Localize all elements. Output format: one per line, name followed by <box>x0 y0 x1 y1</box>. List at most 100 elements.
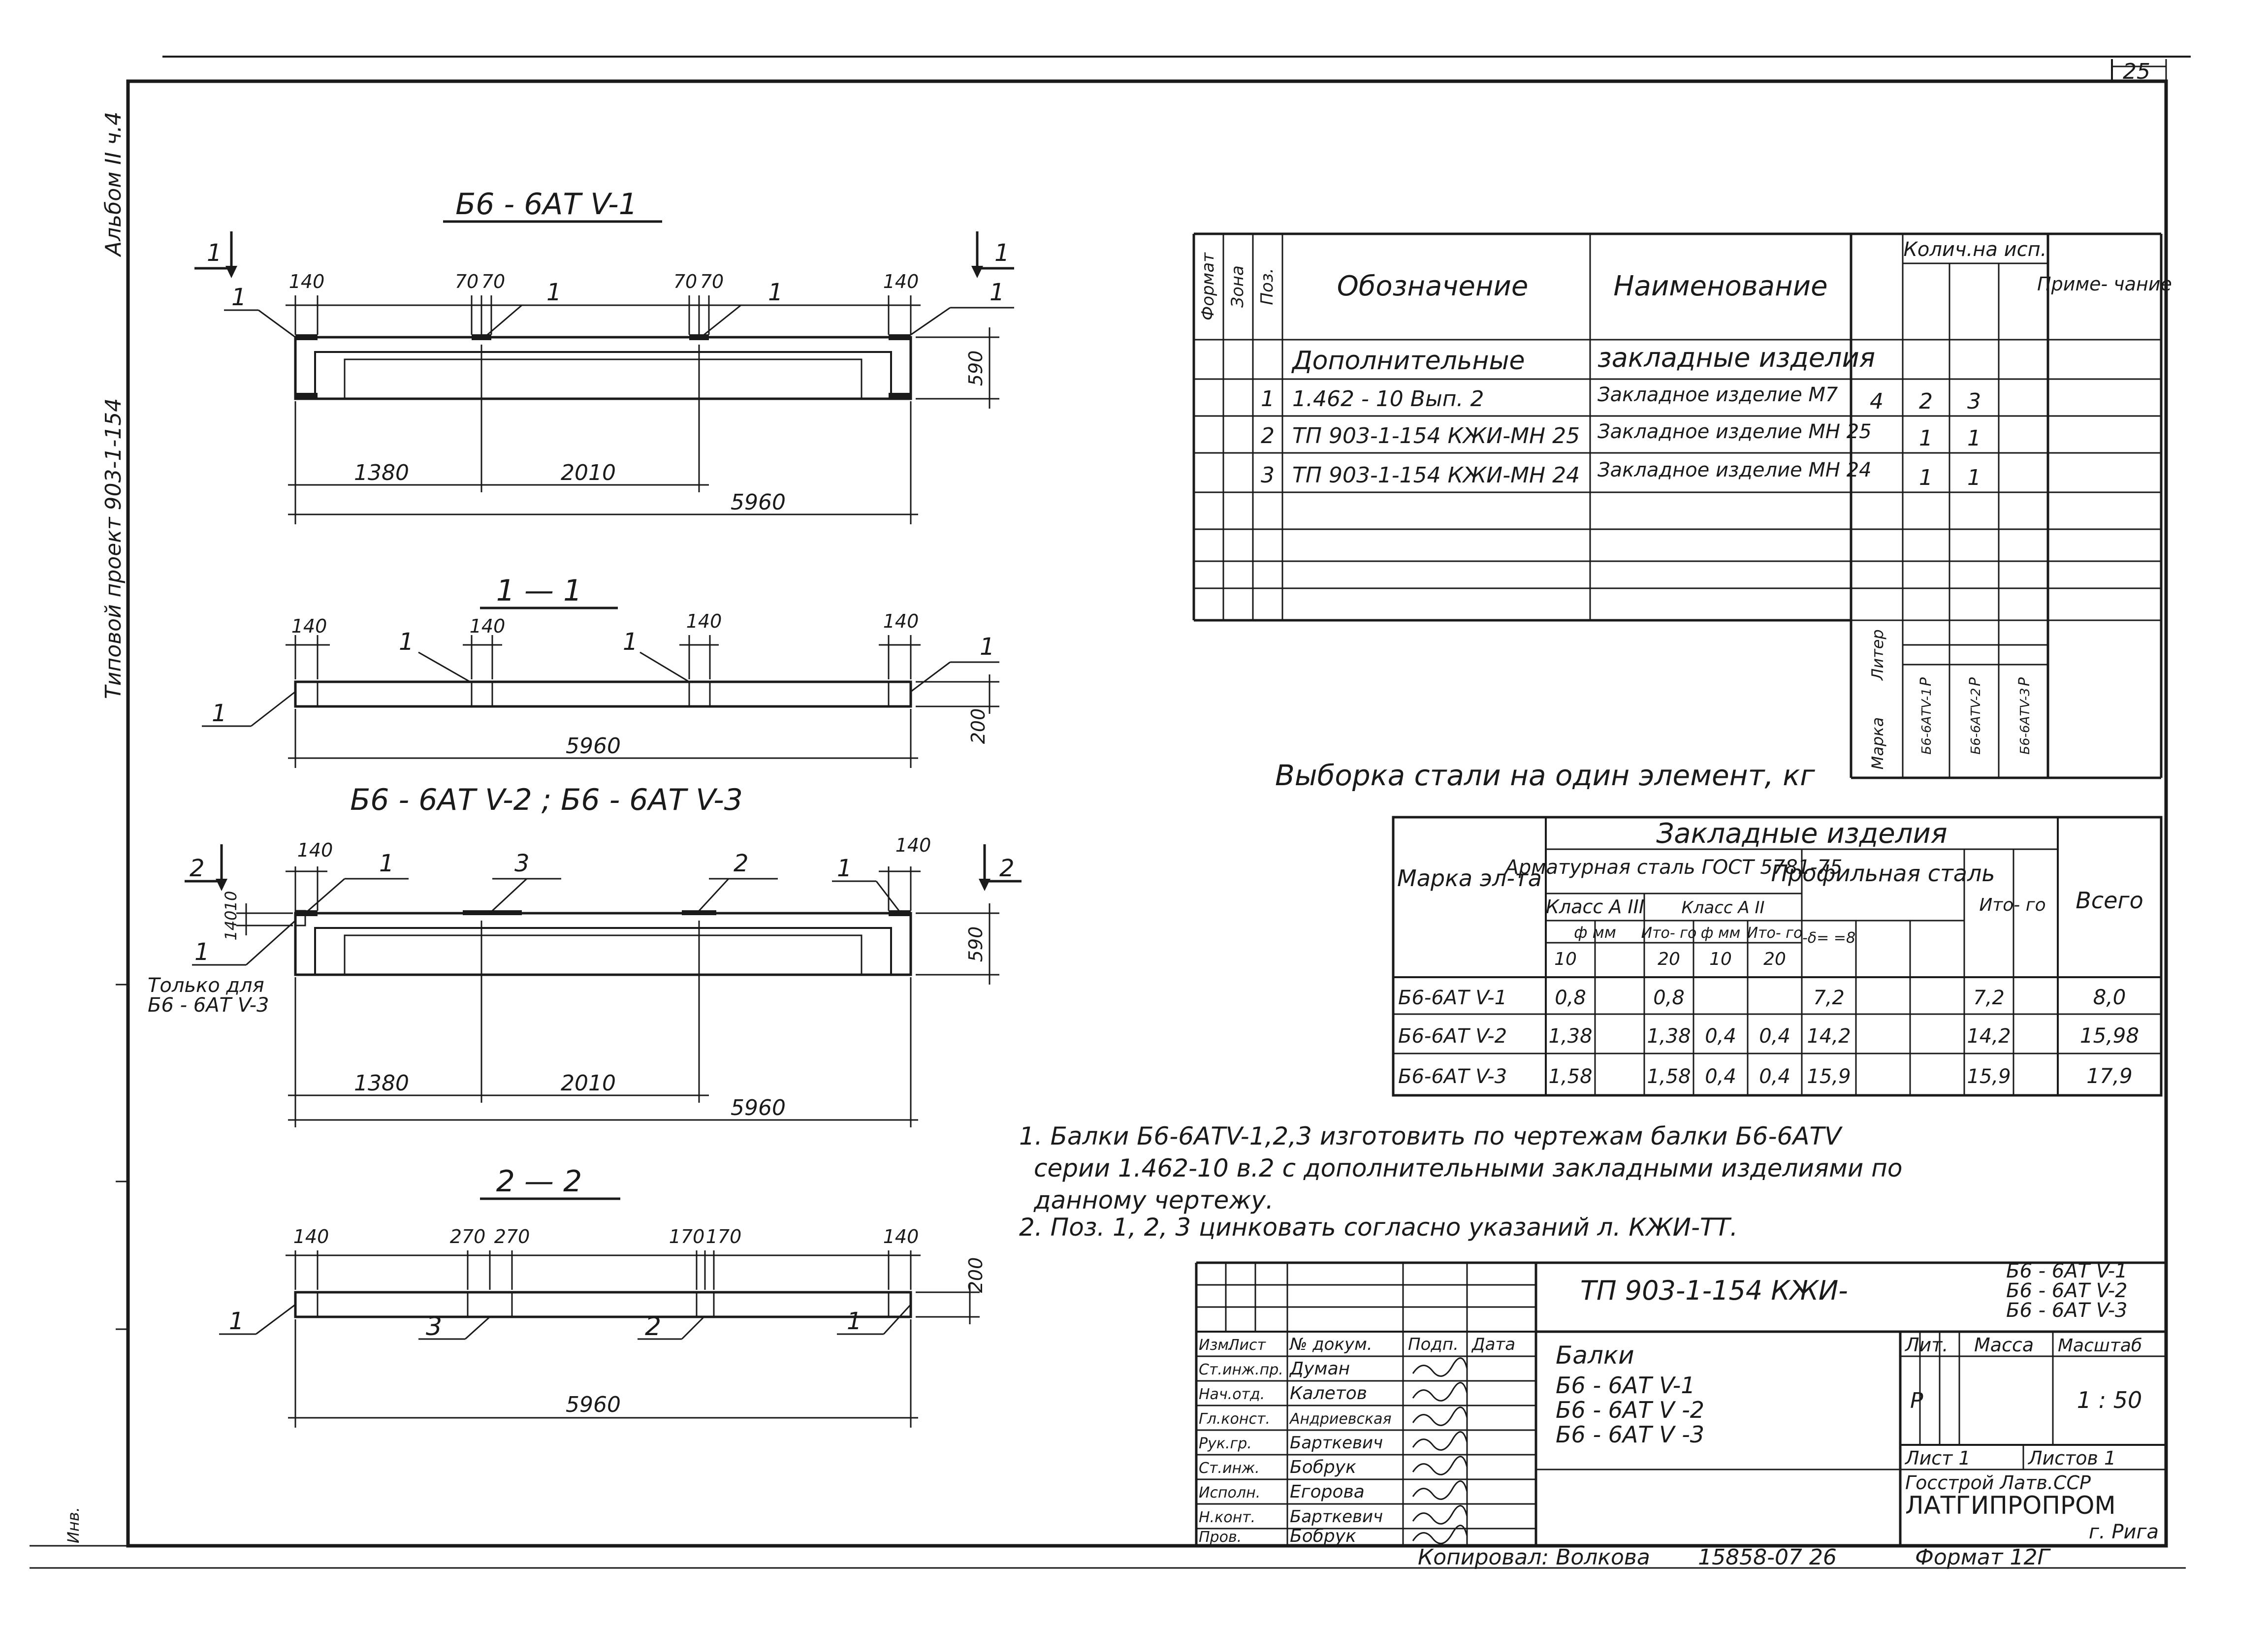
bottom-format: Формат 12Г <box>1915 1545 2051 1570</box>
steel-row1-a3t: 0,8 <box>1653 987 1685 1009</box>
view1-dim-top-6: 140 <box>883 271 919 292</box>
spec-section-right: закладные изделия <box>1597 342 1875 373</box>
view4-callout-2: 3 <box>426 1312 442 1341</box>
spec-row1-designation: 1.462 - 10 Вып. 2 <box>1292 386 1484 412</box>
view3-note-line1: Только для <box>148 974 264 997</box>
steel-h-20b: 20 <box>1763 949 1786 969</box>
spec-footer-col1: Б6-6АТV-1 <box>1919 688 1934 754</box>
tb-mark-3: Б6 - 6АТ V-3 <box>2006 1299 2127 1322</box>
signature-scribble <box>1412 1406 1468 1426</box>
tb-role-6: Исполн. <box>1199 1484 1260 1501</box>
steel-h-class2: Класс А II <box>1681 898 1764 918</box>
tb-code: ТП 903-1-154 КЖИ- <box>1580 1275 1848 1306</box>
view1-callout-1: 1 <box>231 284 247 311</box>
tb-item-mark-3: Б6 - 6АТ V -3 <box>1556 1421 1704 1448</box>
view3-callout-5: 1 <box>194 938 210 966</box>
signature-scribble <box>1412 1456 1468 1475</box>
tb-masshtab: Масштаб <box>2058 1336 2142 1356</box>
tb-role-3: Гл.конст. <box>1199 1410 1270 1428</box>
note-line-1: 1. Балки Б6-6АТV-1,2,3 изготовить по чер… <box>1019 1122 1843 1150</box>
view4-callout-4: 1 <box>847 1308 862 1335</box>
view4-total: 5960 <box>566 1392 621 1417</box>
notes: 1. Балки Б6-6АТV-1,2,3 изготовить по чер… <box>1019 1122 1902 1242</box>
view4-dim-top-2: 270 <box>450 1226 486 1247</box>
spec-row3-designation: ТП 903-1-154 КЖИ-МН 24 <box>1292 463 1580 488</box>
spec-row2-name: Закладное изделие МН 25 <box>1597 420 1872 443</box>
tb-role-7: Н.конт. <box>1199 1509 1255 1526</box>
steel-row3-d8: 15,9 <box>1807 1065 1851 1088</box>
steel-h-delta: -δ= =8 <box>1802 929 1855 947</box>
signature-scribble <box>1412 1431 1468 1451</box>
tb-sheets: Листов 1 <box>2027 1447 2116 1469</box>
view-section-2-2: 2 — 2 140 270 270 170 170 140 1 3 2 <box>219 1164 987 1428</box>
spec-row3-name: Закладное изделие МН 24 <box>1597 459 1872 481</box>
view1-total: 5960 <box>731 490 786 515</box>
view3-dim-bottom-1: 1380 <box>354 1071 409 1096</box>
view4-dim-top-5: 170 <box>706 1226 742 1247</box>
view2-dim-top-3: 140 <box>686 610 722 632</box>
spec-row3-pos: 3 <box>1261 463 1275 488</box>
side-project-label: Типовой проект 903-1-154 <box>101 398 126 699</box>
tb-org-2: ЛАТГИПРОПРОМ <box>1905 1491 2116 1520</box>
signature-scribble <box>1412 1357 1468 1377</box>
tb-name-3: Андриевская <box>1289 1410 1392 1428</box>
signature-scribble <box>1412 1382 1468 1402</box>
note-line-2: серии 1.462-10 в.2 с дополнительными зак… <box>1034 1154 1902 1182</box>
steel-row: Б6-6АТ V-1 0,8 0,8 7,2 7,2 8,0 <box>1398 985 2126 1009</box>
view4-dim-top-6: 140 <box>883 1226 919 1247</box>
view1-dim-top-5: 70 <box>700 271 724 292</box>
steel-h-marka: Марка эл-та <box>1397 865 1542 892</box>
signature-scribble <box>1412 1480 1468 1500</box>
view-section-1-1: 1 — 1 140 140 140 140 1 1 1 1 <box>202 574 999 768</box>
steel-h-profile: Профильная сталь <box>1771 860 1995 887</box>
spec-row: 1 1.462 - 10 Вып. 2 Закладное изделие М7… <box>1261 383 1981 414</box>
steel-h-phi: ф мм <box>1574 923 1616 942</box>
tb-role-8: Пров. <box>1199 1529 1242 1546</box>
spec-row2-q3: 1 <box>1967 426 1981 451</box>
view1-title: Б6 - 6АТ V-1 <box>455 187 638 222</box>
tb-item-mark-2: Б6 - 6АТ V -2 <box>1556 1397 1704 1423</box>
view2-height-dim: 200 <box>967 708 989 744</box>
steel-row3-a2: 0,4 <box>1705 1065 1736 1088</box>
spec-footer-liter2: Р <box>1967 677 1984 686</box>
spec-row1-pos: 1 <box>1261 386 1275 412</box>
steel-row3-a3t: 1,58 <box>1647 1065 1691 1088</box>
view2-title: 1 — 1 <box>496 574 582 608</box>
spec-row3-q2: 1 <box>1919 465 1933 490</box>
tb-org-3: г. Рига <box>2089 1521 2159 1543</box>
tb-name-7: Барткевич <box>1290 1507 1383 1527</box>
steel-row2-sub: 14,2 <box>1967 1025 2011 1048</box>
steel-h-phimm: ф мм <box>1701 925 1740 942</box>
steel-h-class3: Класс А III <box>1546 896 1644 918</box>
view3-left-small-dim: 140 <box>222 910 240 940</box>
tb-item-mark-1: Б6 - 6АТ V-1 <box>1556 1372 1695 1399</box>
steel-row3-sub: 15,9 <box>1967 1065 2011 1088</box>
tb-role-5: Ст.инж. <box>1199 1460 1260 1477</box>
note-line-3: данному чертежу. <box>1033 1186 1274 1214</box>
spec-section-left: Дополнительные <box>1291 346 1525 376</box>
spec-row1-q1: 4 <box>1870 389 1884 414</box>
steel-h-itogo: Ито- го <box>1641 925 1697 942</box>
steel-row2-a2: 0,4 <box>1705 1025 1736 1048</box>
spec-row2-pos: 2 <box>1261 423 1275 448</box>
spec-row1-name: Закладное изделие М7 <box>1597 383 1838 406</box>
steel-row2-mark: Б6-6АТ V-2 <box>1398 1025 1507 1048</box>
tb-name-8: Бобрук <box>1290 1526 1356 1546</box>
view3-callout-2: 3 <box>514 850 530 877</box>
view3-section-mark-right: 2 <box>999 855 1015 882</box>
tb-col-list: Лист <box>1228 1337 1267 1354</box>
spec-row: 2 ТП 903-1-154 КЖИ-МН 25 Закладное издел… <box>1261 420 1981 451</box>
steel-row2-total: 15,98 <box>2080 1023 2139 1048</box>
steel-row1-mark: Б6-6АТ V-1 <box>1398 987 1507 1009</box>
view1-dim-top-3: 70 <box>481 271 505 292</box>
spec-footer-marka: Марка <box>1868 717 1887 769</box>
view3-dim-top-1: 140 <box>297 839 333 861</box>
corner-mark: Инв. <box>64 1507 83 1543</box>
steel-row2-a2t: 0,4 <box>1759 1025 1790 1048</box>
view1-section-mark-left: 1 <box>207 239 222 267</box>
tb-name-4: Барткевич <box>1290 1433 1383 1453</box>
spec-footer-liter3: Р <box>2016 677 2033 686</box>
view3-callout-3: 2 <box>734 850 749 877</box>
view4-dim-top-3: 270 <box>494 1226 530 1247</box>
spec-row1-q2: 2 <box>1919 389 1933 414</box>
